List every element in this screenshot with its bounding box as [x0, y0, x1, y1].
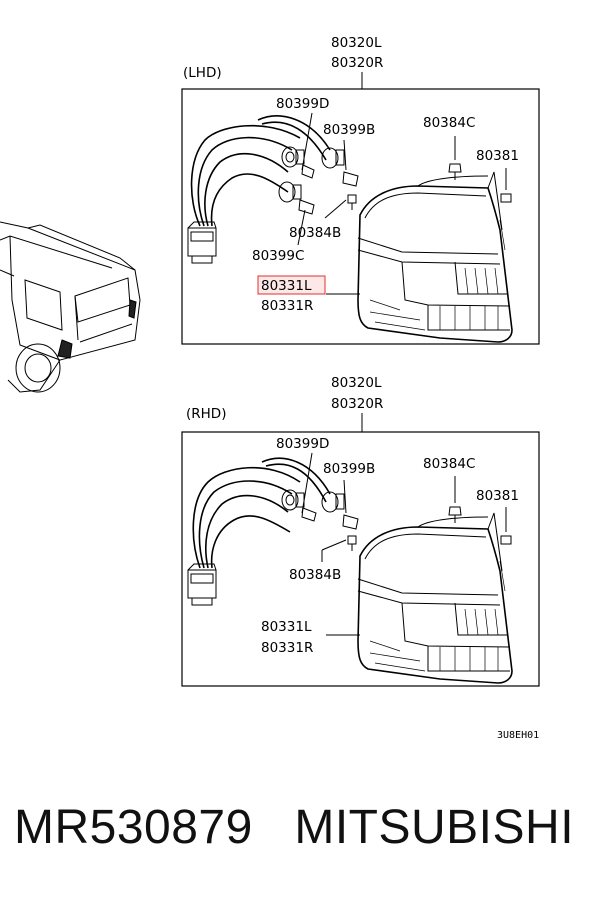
- lhd-socket-d-label[interactable]: 80399D: [276, 96, 329, 112]
- rhd-screw-c: [448, 476, 462, 523]
- rhd-bolt: [500, 507, 512, 545]
- vehicle-illustration: [0, 221, 141, 393]
- rhd-socket-b-label[interactable]: 80399B: [323, 461, 375, 477]
- rhd-socket-d-label[interactable]: 80399D: [276, 436, 329, 452]
- lhd-socket-b-label[interactable]: 80399B: [323, 122, 375, 138]
- lhd-assembly-r-label[interactable]: 80320R: [331, 55, 383, 71]
- rhd-wiring-harness: [187, 457, 331, 606]
- lhd-lens-l-label[interactable]: 80331L: [261, 278, 312, 294]
- rhd-region-label: (RHD): [186, 406, 226, 422]
- rhd-bolt-label[interactable]: 80381: [476, 488, 519, 504]
- lhd-lens-r-label[interactable]: 80331R: [261, 298, 313, 314]
- rhd-lens-l-label[interactable]: 80331L: [261, 619, 312, 635]
- lhd-lamp-housing: [357, 171, 513, 343]
- lhd-socket-c-label[interactable]: 80399C: [252, 248, 304, 264]
- rhd-screw-b-label[interactable]: 80384B: [289, 567, 341, 583]
- rhd-lamp-housing: [357, 512, 513, 684]
- lhd-screw-c-label[interactable]: 80384C: [423, 115, 475, 131]
- rhd-assembly-l-label[interactable]: 80320L: [331, 375, 382, 391]
- lhd-bolt-label[interactable]: 80381: [476, 148, 519, 164]
- lhd-screw-b: [347, 194, 357, 210]
- rhd-screw-c-label[interactable]: 80384C: [423, 456, 475, 472]
- lhd-bolt: [500, 168, 512, 203]
- lhd-panel-frame: [181, 88, 540, 345]
- lhd-screw-b-label[interactable]: 80384B: [289, 225, 341, 241]
- brand-name: MITSUBISHI: [294, 801, 575, 854]
- part-number: MR530879: [14, 801, 253, 854]
- rhd-lens-r-label[interactable]: 80331R: [261, 640, 313, 656]
- rhd-section: 80320L 80320R (RHD): [181, 375, 540, 687]
- lhd-socket-d: [281, 146, 315, 179]
- lhd-region-label: (LHD): [183, 65, 222, 81]
- lhd-assembly-l-label[interactable]: 80320L: [331, 35, 382, 51]
- rhd-screw-b: [347, 535, 357, 551]
- rhd-panel-frame: [181, 431, 540, 687]
- lhd-wiring-harness: [187, 115, 331, 264]
- lhd-lens-highlight: [257, 275, 326, 295]
- lhd-socket-b: [321, 147, 359, 187]
- diagram-code: 3U8EH01: [497, 730, 539, 741]
- rhd-socket-b: [321, 491, 359, 530]
- lhd-section: 80320L 80320R (LHD): [181, 35, 540, 345]
- rhd-assembly-r-label[interactable]: 80320R: [331, 396, 383, 412]
- lhd-socket-c: [278, 181, 315, 215]
- rhd-socket-d: [281, 489, 317, 522]
- lhd-screw-c: [448, 136, 462, 180]
- part-footer: MR530879 MITSUBISHI: [14, 800, 594, 855]
